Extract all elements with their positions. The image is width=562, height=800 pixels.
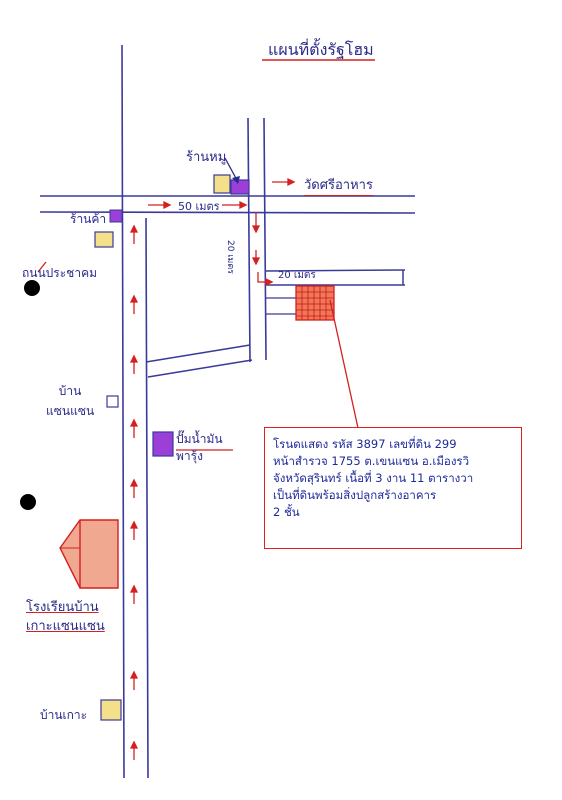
main-road-left-edge bbox=[121, 44, 125, 779]
label-clinic: ปั๊มน้ำมัน พารุ้ง bbox=[176, 432, 223, 463]
label-school: โรงเรียนบ้าน เกาะแซนแซน bbox=[26, 600, 105, 634]
label-distance-vertical: 20 เมตร bbox=[225, 240, 235, 275]
label-shop-top: ร้านหมู bbox=[186, 150, 227, 165]
label-distance-50: 50 เมตร bbox=[178, 200, 220, 213]
label-house-left: บ้าน แซนแซน bbox=[46, 384, 95, 418]
main-road-right-edge bbox=[145, 217, 149, 779]
right-road-right-edge bbox=[263, 117, 267, 361]
note-line-5: 2 ชั้น bbox=[273, 505, 300, 519]
map-title: แผนที่ตั้งรัฐโฮม bbox=[268, 40, 374, 59]
shop-top-roof bbox=[230, 179, 250, 195]
parcel-description-note: โรนดแสดง รหัส 3897 เลขที่ดิน 299 หน้าสำร… bbox=[264, 427, 522, 549]
school-building bbox=[59, 519, 119, 589]
label-shop-left: ร้านค้า bbox=[70, 212, 107, 226]
road-left-pointer bbox=[37, 261, 47, 273]
shop-left-building bbox=[94, 231, 114, 248]
binder-hole-bottom bbox=[20, 494, 36, 510]
connector-road-top bbox=[145, 344, 251, 363]
house-bottom-building bbox=[100, 699, 122, 721]
side-lane-top bbox=[265, 269, 406, 272]
binder-hole-top bbox=[24, 280, 40, 296]
shop-left-marker bbox=[109, 209, 123, 223]
clinic-building bbox=[152, 431, 174, 457]
note-line-1: โรนดแสดง รหัส 3897 เลขที่ดิน 299 bbox=[273, 437, 457, 451]
right-road-left-edge bbox=[247, 117, 251, 363]
label-road-left: ถนนประชาคม bbox=[22, 266, 97, 280]
label-distance-20: 20 เมตร bbox=[278, 270, 316, 281]
note-line-3: จังหวัดสุรินทร์ เนื้อที่ 3 งาน 11 ตารางว… bbox=[273, 471, 474, 485]
note-line-4: เป็นที่ดินพร้อมสิ่งปลูกสร้างอาคาร bbox=[273, 488, 437, 502]
parcel-marker bbox=[295, 285, 335, 321]
label-house-bottom: บ้านเกาะ bbox=[40, 708, 88, 722]
connector-road-bottom bbox=[147, 359, 253, 378]
parcel-pointer-line bbox=[329, 299, 359, 429]
label-wat: วัดศรีอาหาร bbox=[304, 174, 373, 196]
shop-top-building bbox=[213, 174, 231, 194]
route-arrows bbox=[129, 177, 296, 760]
house-left-building bbox=[106, 395, 119, 408]
note-line-2: หน้าสำรวจ 1755 ต.เขนแซน อ.เมืองรวิ bbox=[273, 454, 470, 468]
shop-top-pointer-head bbox=[232, 176, 240, 184]
top-road-bottom-edge bbox=[39, 211, 416, 214]
